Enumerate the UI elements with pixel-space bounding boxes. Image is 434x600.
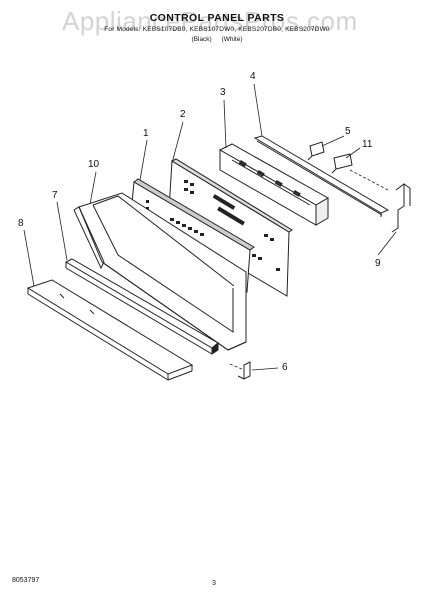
document-code: 8053797 [12,577,40,584]
callout-6: 6 [282,362,288,373]
callout-8: 8 [18,218,24,229]
callout-11: 11 [362,139,373,150]
callout-10: 10 [88,159,100,170]
part-11-clip [331,153,353,174]
part-4-trim-strip [253,135,390,217]
page-title: CONTROL PANEL PARTS [149,12,285,24]
model-list: For Models: KEBS107DB0, KEBS107DW0, KEBS… [104,26,330,33]
color-variants: (Black) (White) [0,36,434,43]
callout-1: 1 [143,128,149,139]
callout-3: 3 [220,87,226,98]
part-7-bottom-trim [64,258,219,355]
part-6-foot [237,361,251,380]
color-black-label: (Black) [191,36,212,43]
part-8-lower-panel [26,279,194,381]
part-5-clip [307,141,325,161]
callout-9: 9 [375,258,381,269]
part-10-frame [73,192,247,351]
callout-2: 2 [180,109,186,120]
color-white-label: (White) [221,36,243,43]
part-3-control-housing [218,143,330,226]
callout-4: 4 [250,71,256,82]
leader-lines [23,83,397,371]
part-9-bracket [391,183,411,233]
callout-7: 7 [52,190,58,201]
callout-5: 5 [345,126,351,137]
page-number: 3 [212,580,216,587]
